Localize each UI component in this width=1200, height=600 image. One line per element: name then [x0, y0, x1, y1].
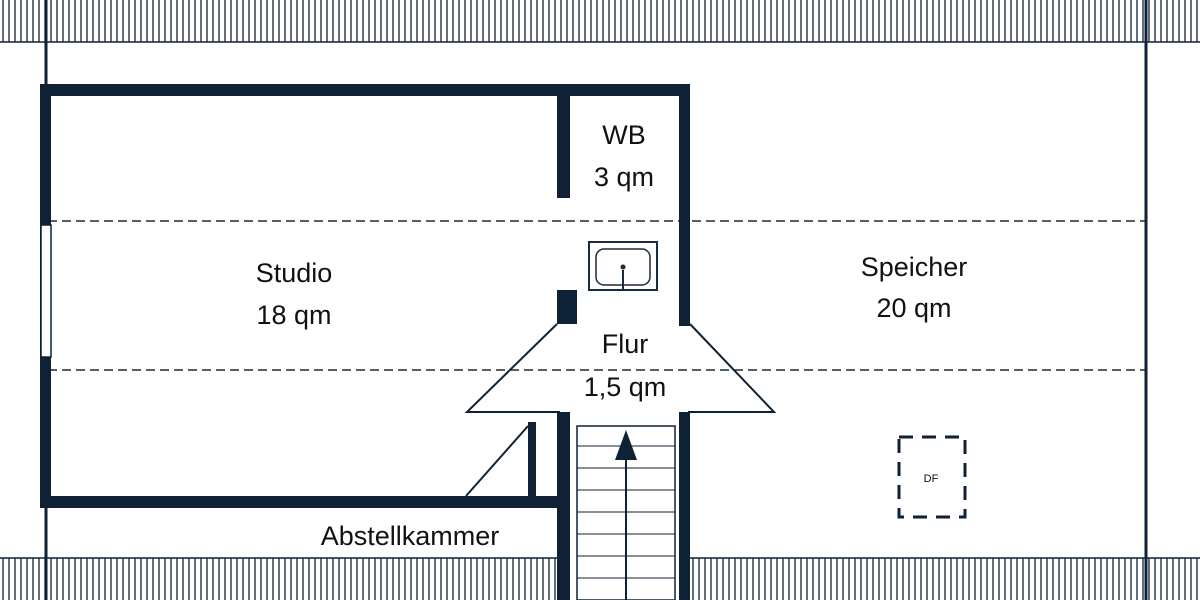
speicher-name: Speicher	[861, 252, 968, 282]
roof-hatch-bottom	[48, 558, 560, 600]
wb-name: WB	[602, 120, 646, 150]
roof-hatch-bottom-left	[0, 558, 48, 600]
wb-area: 3 qm	[594, 162, 654, 192]
roof-hatch-top-left	[0, 0, 48, 42]
studio-name: Studio	[256, 258, 333, 288]
abstellkammer-wall	[528, 422, 536, 502]
sink-icon	[588, 241, 658, 291]
speicher-area: 20 qm	[876, 293, 951, 323]
roof-hatch-top-right	[1145, 0, 1200, 42]
flur-name: Flur	[602, 329, 649, 359]
stair-arrow-icon	[615, 430, 637, 460]
staircase	[576, 425, 676, 600]
flur-area: 1,5 qm	[584, 372, 667, 402]
roof-hatch-top	[48, 0, 1145, 42]
abstellkammer-name: Abstellkammer	[321, 521, 500, 551]
skylight-label: DF	[924, 473, 939, 485]
stair-walls	[557, 412, 690, 600]
abstellkammer-door	[465, 425, 529, 497]
window-left	[40, 224, 52, 358]
studio-area: 18 qm	[256, 300, 331, 330]
flur-outline	[464, 323, 560, 413]
roof-hatch-bottom-right	[690, 558, 1200, 600]
flur-outline-right	[688, 323, 777, 413]
skylight-marker	[897, 435, 967, 519]
